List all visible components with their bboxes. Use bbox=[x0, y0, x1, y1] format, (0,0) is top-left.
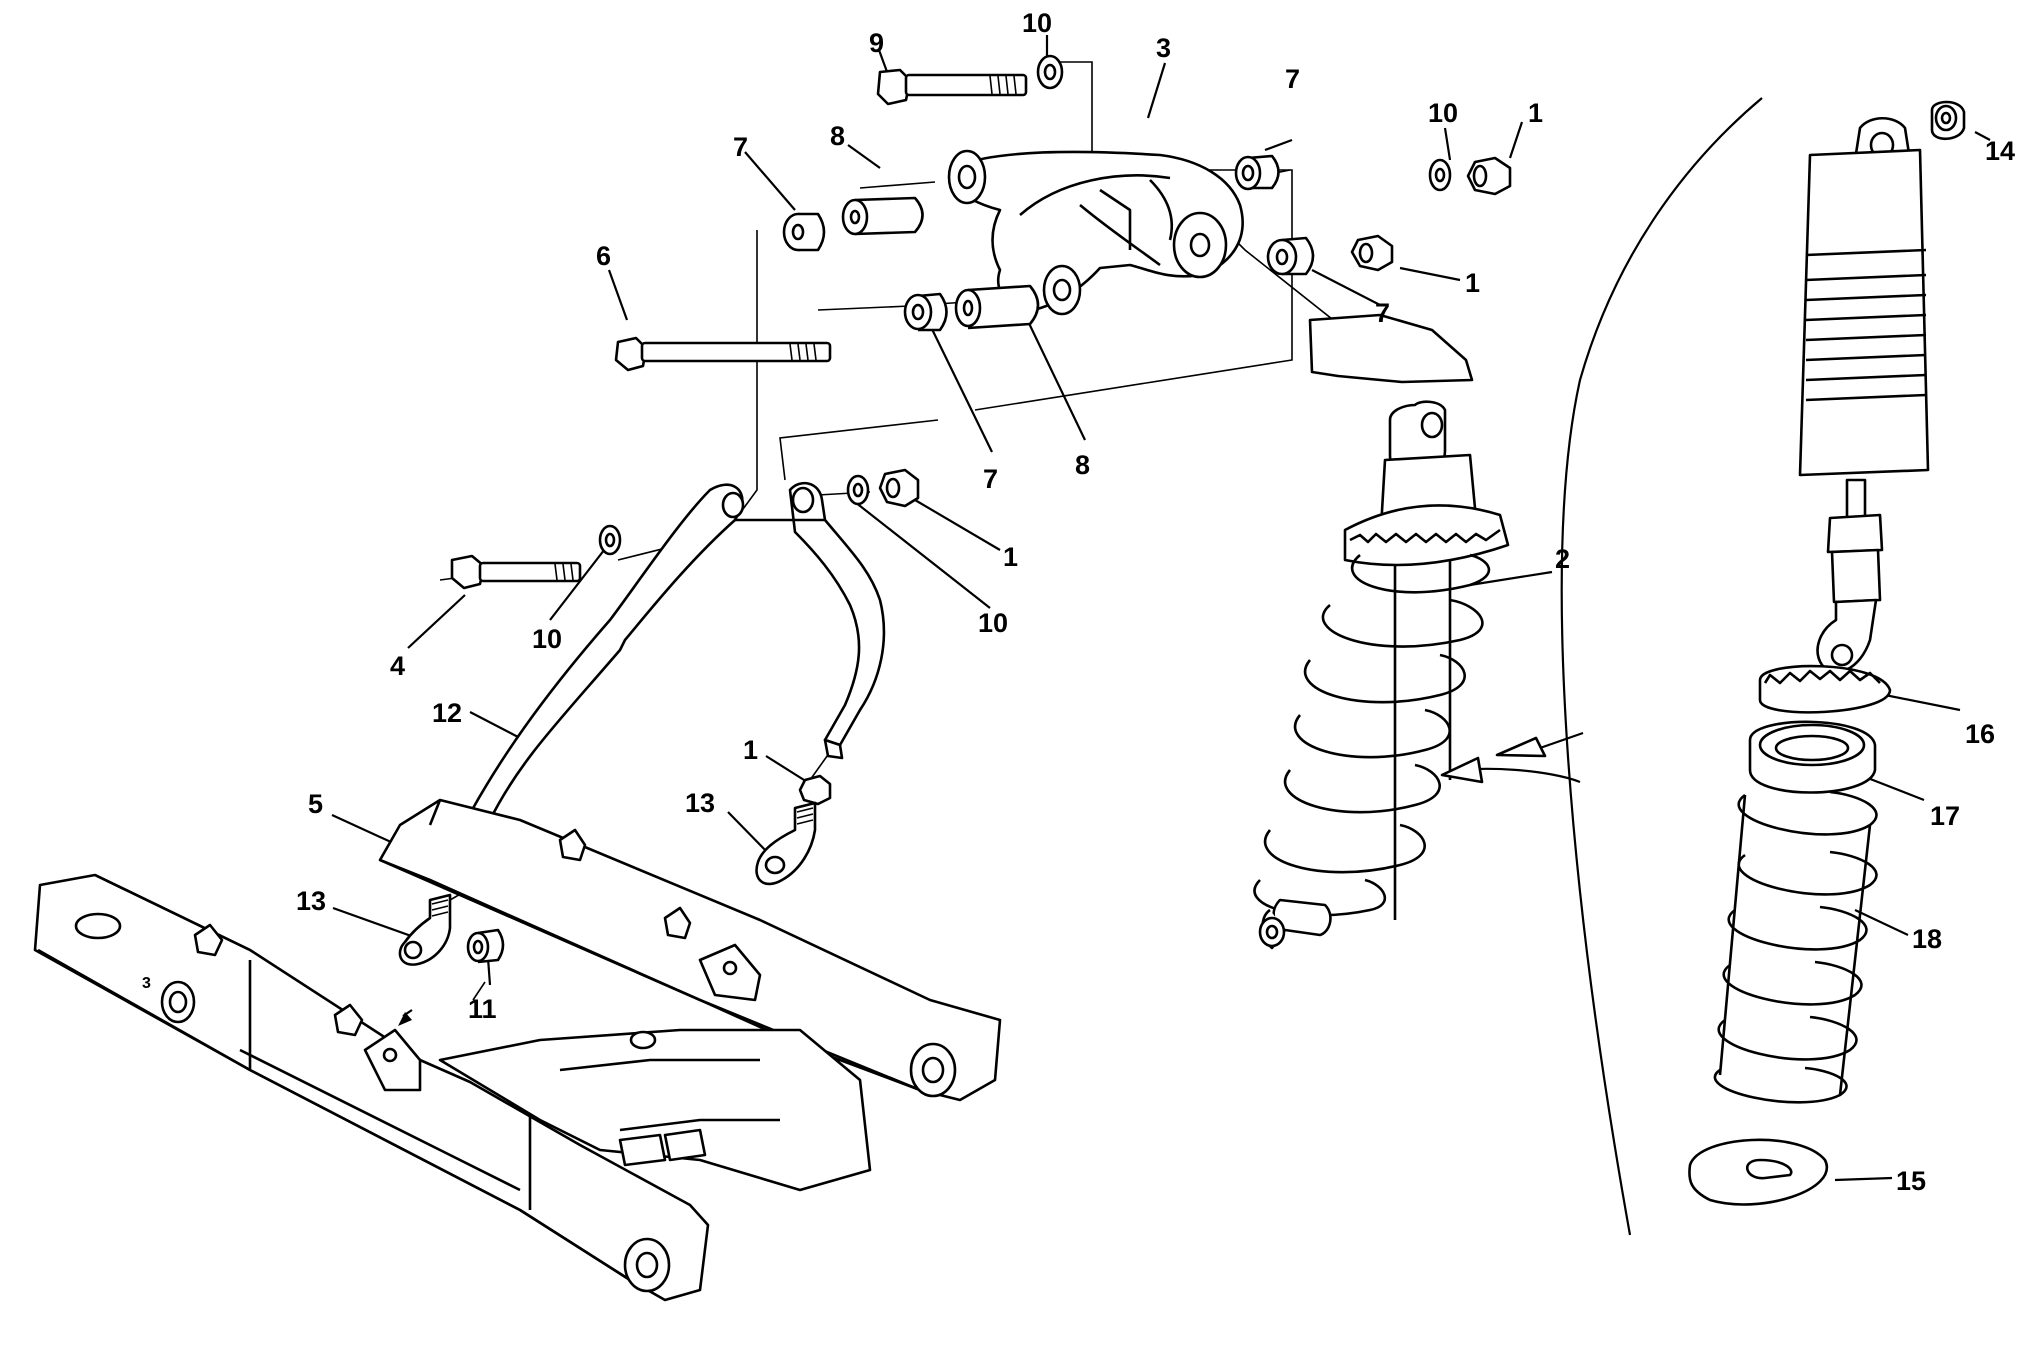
callout-3: 3 bbox=[1156, 33, 1171, 63]
callout-4: 4 bbox=[390, 651, 405, 681]
callout-5: 5 bbox=[308, 789, 323, 819]
spring-retainer-15 bbox=[1688, 1138, 1829, 1206]
adjuster-ring-16 bbox=[1758, 664, 1892, 714]
callout-10: 10 bbox=[1022, 8, 1052, 38]
callout-17: 17 bbox=[1930, 801, 1960, 831]
bush-11 bbox=[466, 928, 505, 964]
nut-1-lower bbox=[798, 774, 832, 806]
bolt-4 bbox=[450, 554, 582, 590]
washer-10-mid bbox=[846, 474, 870, 506]
tie-rod-12 bbox=[453, 481, 886, 864]
bolt-6 bbox=[614, 336, 832, 372]
callout-1: 1 bbox=[743, 735, 758, 765]
callout-6: 6 bbox=[596, 241, 611, 271]
bush-7-mid-right bbox=[1266, 236, 1315, 276]
callout-18: 18 bbox=[1912, 924, 1942, 954]
nut-1-mid-right bbox=[1350, 234, 1394, 272]
callout-7: 7 bbox=[983, 464, 998, 494]
callout-15: 15 bbox=[1896, 1166, 1926, 1196]
callout-1: 1 bbox=[1003, 542, 1018, 572]
callout-16: 16 bbox=[1965, 719, 1995, 749]
washer-10-top bbox=[1036, 54, 1064, 90]
bush-7-lower bbox=[903, 292, 948, 332]
rod-end-13-right bbox=[755, 801, 817, 886]
callout-labels: 9 10 3 7 10 1 14 7 8 1 6 7 7 8 1 2 10 10… bbox=[296, 8, 2015, 1196]
bush-7-upper-right bbox=[1234, 154, 1280, 191]
callout-1: 1 bbox=[1528, 98, 1543, 128]
rod-end-13-left bbox=[398, 893, 452, 966]
swingarm-mark: 3 bbox=[142, 975, 151, 992]
bolt-9 bbox=[876, 68, 1028, 106]
callout-7: 7 bbox=[1285, 64, 1300, 94]
detail-arrowhead-upper bbox=[1495, 736, 1547, 758]
rocker-3 bbox=[947, 149, 1244, 316]
callout-10: 10 bbox=[978, 608, 1008, 638]
detail-arrowhead-lower bbox=[1440, 756, 1484, 784]
shock-absorber-2 bbox=[1253, 313, 1510, 950]
spacer-8-lower bbox=[954, 284, 1040, 330]
callout-12: 12 bbox=[432, 698, 462, 728]
nut-1-upper-right bbox=[1466, 156, 1512, 196]
detail-arrow-upper bbox=[1539, 731, 1584, 750]
callout-10: 10 bbox=[1428, 98, 1458, 128]
callout-1: 1 bbox=[1465, 268, 1480, 298]
callout-13: 13 bbox=[685, 788, 715, 818]
callout-10: 10 bbox=[532, 624, 562, 654]
callout-11: 11 bbox=[468, 994, 497, 1024]
callout-2: 2 bbox=[1555, 544, 1570, 574]
callout-14: 14 bbox=[1985, 136, 2015, 166]
bush-7-upper-left bbox=[782, 212, 826, 252]
spacer-8-upper bbox=[841, 196, 924, 236]
callout-13: 13 bbox=[296, 886, 326, 916]
detail-separator-arc bbox=[1560, 97, 1763, 1236]
washer-10-right bbox=[1428, 158, 1452, 192]
callout-9: 9 bbox=[869, 28, 884, 58]
washer-10-left bbox=[598, 524, 622, 556]
shock-body-detail bbox=[1798, 116, 1930, 674]
swingarm: 3 bbox=[33, 798, 1002, 1302]
callout-8: 8 bbox=[830, 121, 845, 151]
spring-18 bbox=[1713, 790, 1878, 1104]
nut-14 bbox=[1930, 100, 1966, 141]
callout-7: 7 bbox=[733, 132, 748, 162]
nut-1-mid bbox=[878, 468, 920, 508]
lock-ring-17 bbox=[1748, 720, 1877, 794]
callout-8: 8 bbox=[1075, 450, 1090, 480]
callout-7: 7 bbox=[1375, 298, 1390, 328]
